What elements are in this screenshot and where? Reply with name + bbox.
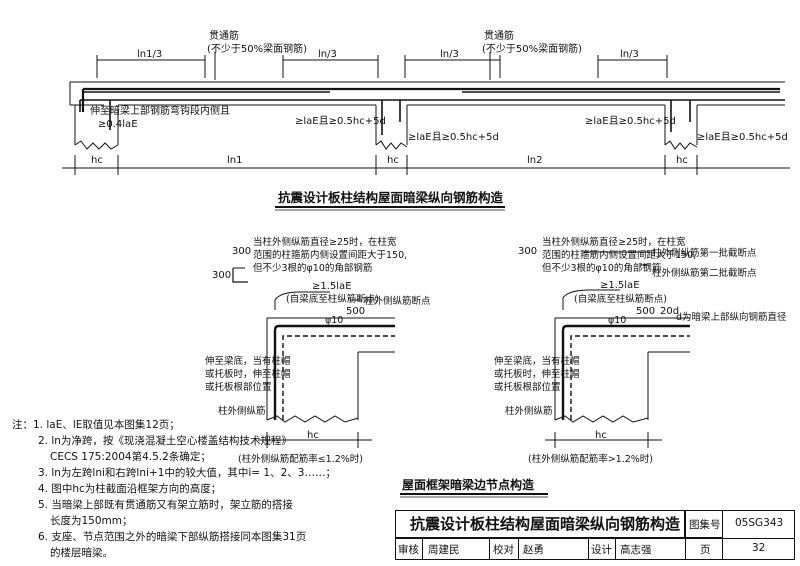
column-1: [74, 105, 119, 150]
right-cond-1: 当柱外侧纵筋直径≥25时，在柱宽: [542, 236, 686, 248]
left-from-beam: (自梁底至柱纵筋断点): [286, 293, 379, 305]
note-5: 5. 当暗梁上部既有贯通筋又有架立筋时，架立筋的搭接: [38, 499, 293, 511]
left-len-15: ≥1.5laE: [312, 281, 352, 292]
note-1: 注：1. laE、lE取值见本图集12页；: [12, 419, 180, 431]
right-len-15: ≥1.5laE: [600, 280, 640, 291]
right-extend-1: 伸至梁底，当有柱帽: [494, 355, 580, 367]
ln1-label: ln1: [227, 155, 242, 166]
left-extend-3: 或托板根部位置: [205, 381, 272, 393]
atlas-label-cell: [685, 510, 723, 538]
right-ratio: (柱外侧纵筋配筋率>1.2%时): [528, 453, 653, 465]
right-detail: [554, 251, 690, 423]
note-6b: 的楼层暗梁。: [50, 547, 113, 559]
right-hc: hc: [595, 430, 607, 441]
right-first-cut: 柱外侧纵筋第一批截断点: [652, 247, 757, 259]
right-outer-bar: 柱外侧纵筋: [505, 405, 553, 417]
note-4: 4. 图中hc为柱截面沿框架方向的高度；: [38, 483, 222, 495]
right-dim-300: 300: [518, 246, 537, 257]
note-2: 2. ln为净跨，按《现浇混凝土空心楼盖结构技术规程》: [38, 435, 292, 447]
anchor-label: ≥laE且≥0.5hc+5d: [408, 131, 499, 143]
left-extend-2: 或托板时，伸至柱帽: [205, 368, 291, 380]
through-bar-note-1: (不少于50%梁面钢筋): [207, 42, 307, 55]
left-phi10: φ10: [325, 315, 343, 326]
ln-third-label: ln/3: [440, 49, 459, 60]
note-2b: CECS 175:2004第4.5.2条确定；: [50, 451, 211, 463]
note-3: 3. ln为左跨lni和右跨lni+1中的较大值，其中i= 1、2、3……；: [38, 467, 336, 479]
top-title: 抗震设计板柱结构屋面暗梁纵向钢筋构造: [278, 190, 504, 205]
through-bar-label-1: 贯通筋: [209, 29, 239, 42]
through-bar-note-2: (不少于50%梁面钢筋): [482, 42, 582, 55]
right-second-cut: 柱外侧纵筋第二批截断点: [652, 267, 757, 279]
through-bar-label-2: 贯通筋: [484, 29, 514, 42]
left-hc: hc: [307, 430, 319, 441]
right-dim-20d: 20d: [660, 306, 679, 317]
check-name: 赵勇: [523, 544, 544, 556]
left-cond-2: 范围的柱箍筋内侧设置间距大于150,: [253, 249, 407, 261]
ln2-label: ln2: [527, 155, 542, 166]
note-6: 6. 支座、节点范围之外的暗梁下部纵筋搭接同本图集31页: [38, 531, 307, 543]
left-dim-300-v: 300: [212, 270, 231, 281]
right-dim-500: 500: [636, 306, 655, 317]
review-name: 周建民: [428, 544, 460, 556]
atlas-number: 05SG343: [735, 517, 784, 529]
left-detail: [232, 267, 395, 423]
note-5b: 长度为150mm；: [50, 515, 133, 527]
column-2: [375, 105, 408, 150]
hc-label: hc: [387, 155, 399, 166]
left-outer-bar: 柱外侧纵筋: [218, 405, 266, 417]
review-label: 审核: [398, 544, 419, 556]
ln-third-label: ln/3: [620, 49, 639, 60]
bend-note: 伸至暗梁上部钢筋弯钩段内侧且: [90, 104, 230, 117]
design-cell: [588, 538, 616, 560]
check-label: 校对: [493, 544, 514, 556]
right-cond-3: 但不少3根的φ10的角部钢筋: [542, 262, 661, 274]
right-d-note: d为暗梁上部纵向钢筋直径: [676, 311, 787, 323]
left-outer-cut: 柱外侧纵筋断点: [364, 295, 431, 307]
right-extend-3: 或托板根部位置: [494, 381, 561, 393]
left-dim-300: 300: [232, 246, 251, 257]
right-extend-2: 或托板时，伸至柱帽: [494, 368, 580, 380]
hc-label: hc: [91, 155, 103, 166]
right-cond-2: 范围的柱箍筋内侧设置间距大于150,: [542, 249, 696, 261]
left-dim-500: 500: [346, 306, 365, 317]
ln-third-label: ln/3: [318, 49, 337, 60]
left-cond-3: 但不少3根的φ10的角部钢筋: [253, 262, 372, 274]
hc-label: hc: [676, 155, 688, 166]
ln1-third-label: ln1/3: [137, 49, 162, 60]
section-title: 屋面框架暗梁边节点构造: [402, 477, 535, 492]
right-phi10: φ10: [608, 315, 626, 326]
title-block-main: [395, 510, 685, 538]
check-cell: [489, 538, 519, 560]
anchor-label: ≥laE且≥0.5hc+5d: [295, 115, 386, 127]
page-number: 32: [752, 542, 766, 554]
dim-ticks: [96, 55, 668, 78]
review-cell: [395, 538, 423, 560]
right-from-beam: (自梁底至柱纵筋断点): [574, 293, 667, 305]
atlas-label: 图集号: [689, 519, 721, 531]
page-cell: [685, 538, 723, 560]
design-label: 设计: [591, 544, 612, 556]
left-extend-1: 伸至梁底，当有柱帽: [205, 355, 291, 367]
design-name: 高志强: [620, 544, 652, 556]
dim-bottom-ticks: [74, 155, 698, 175]
page-label: 页: [700, 544, 711, 556]
anchor-label: ≥laE且≥0.5hc+5d: [585, 115, 676, 127]
title-block-title: 抗震设计板柱结构屋面暗梁纵向钢筋构造: [410, 515, 681, 533]
left-cond-1: 当柱外侧纵筋直径≥25时，在柱宽: [253, 236, 397, 248]
column-3: [664, 105, 698, 150]
anchor-label: ≥laE且≥0.5hc+5d: [697, 131, 788, 143]
bend-min: ≥0.4laE: [98, 119, 138, 130]
left-ratio: (柱外侧纵筋配筋率≤1.2%时): [238, 453, 363, 465]
